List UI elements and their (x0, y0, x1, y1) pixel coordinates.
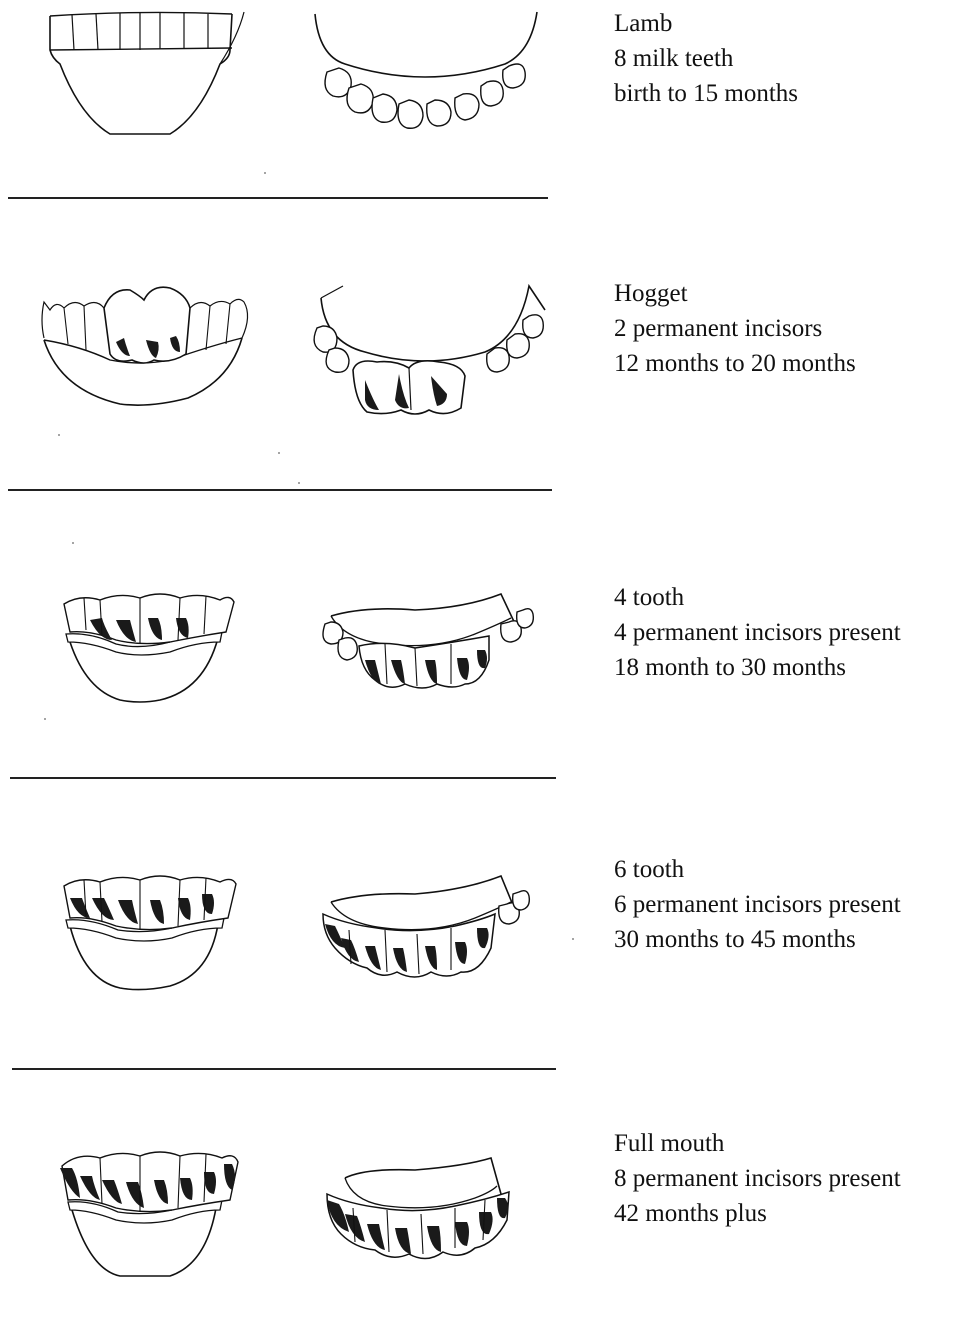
hogget-top-jaw-illustration (305, 280, 545, 440)
section-divider (8, 197, 548, 199)
scan-speck (298, 482, 300, 484)
six-tooth-label: 6 tooth 6 permanent incisors present 30 … (614, 852, 901, 957)
six-tooth-top-jaw-illustration (305, 864, 545, 1024)
stage-hogget: Hogget 2 permanent incisors 12 months to… (0, 280, 960, 480)
four-tooth-front-jaw-illustration (20, 580, 260, 740)
stage-name: 4 tooth (614, 580, 901, 615)
teeth-description: 4 permanent incisors present (614, 615, 901, 650)
scan-speck (44, 718, 46, 720)
teeth-description: 8 permanent incisors present (614, 1161, 901, 1196)
full-mouth-label: Full mouth 8 permanent incisors present … (614, 1126, 901, 1231)
teeth-description: 8 milk teeth (614, 41, 798, 76)
age-range: birth to 15 months (614, 76, 798, 111)
stage-lamb: Lamb 8 milk teeth birth to 15 months (0, 6, 960, 206)
lamb-top-jaw-illustration (305, 6, 545, 166)
four-tooth-top-jaw-illustration (305, 580, 545, 740)
teeth-description: 6 permanent incisors present (614, 887, 901, 922)
section-divider (10, 777, 556, 779)
stage-name: Full mouth (614, 1126, 901, 1161)
scan-speck (58, 434, 60, 436)
age-range: 12 months to 20 months (614, 346, 856, 381)
scan-speck (572, 938, 574, 940)
stage-name: 6 tooth (614, 852, 901, 887)
age-range: 18 month to 30 months (614, 650, 901, 685)
section-divider (12, 1068, 556, 1070)
stage-name: Hogget (614, 276, 856, 311)
full-mouth-front-jaw-illustration (20, 1140, 260, 1300)
stage-full-mouth: Full mouth 8 permanent incisors present … (0, 1140, 960, 1340)
four-tooth-label: 4 tooth 4 permanent incisors present 18 … (614, 580, 901, 685)
scan-speck (278, 452, 280, 454)
age-range: 30 months to 45 months (614, 922, 901, 957)
hogget-label: Hogget 2 permanent incisors 12 months to… (614, 276, 856, 381)
scan-speck (264, 172, 266, 174)
scan-speck (72, 542, 74, 544)
full-mouth-top-jaw-illustration (305, 1140, 545, 1300)
section-divider (8, 489, 552, 491)
lamb-front-jaw-illustration (20, 6, 260, 166)
six-tooth-front-jaw-illustration (20, 864, 260, 1024)
stage-six-tooth: 6 tooth 6 permanent incisors present 30 … (0, 864, 960, 1064)
hogget-front-jaw-illustration (20, 280, 260, 440)
age-range: 42 months plus (614, 1196, 901, 1231)
teeth-description: 2 permanent incisors (614, 311, 856, 346)
lamb-label: Lamb 8 milk teeth birth to 15 months (614, 6, 798, 111)
stage-four-tooth: 4 tooth 4 permanent incisors present 18 … (0, 580, 960, 780)
stage-name: Lamb (614, 6, 798, 41)
